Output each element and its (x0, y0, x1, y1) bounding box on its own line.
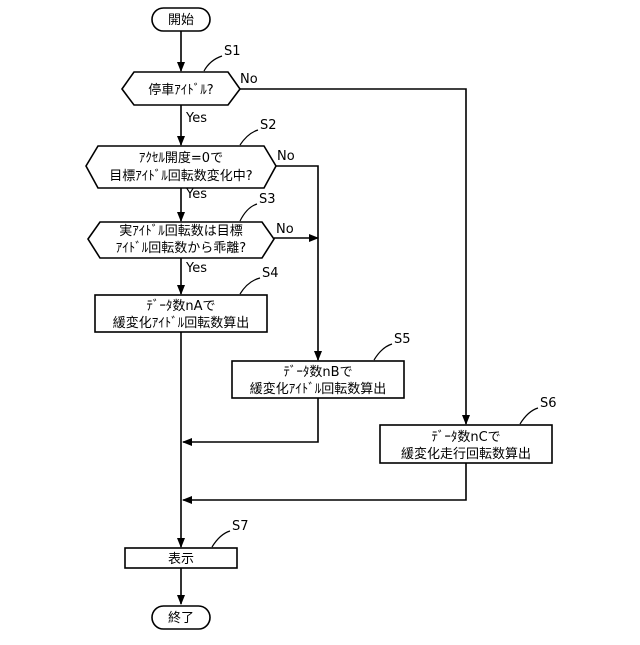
arrow-s6-merge (183, 463, 466, 500)
s1-id: S1 (224, 44, 241, 59)
end-terminal: 終了 (152, 606, 210, 629)
decision-s1-text: 停車ｱｲﾄﾞﾙ? (148, 82, 213, 98)
decision-s2-line2: 目標ｱｲﾄﾞﾙ回転数変化中? (109, 168, 252, 184)
s2-yes-label: Yes (185, 187, 207, 202)
decision-s3-line2: ｱｲﾄﾞﾙ回転数から乖離? (116, 241, 246, 256)
arrow-s2-no-s5 (276, 166, 318, 360)
process-s7: 表示 S7 (125, 519, 249, 568)
start-terminal: 開始 (152, 8, 210, 31)
s5-id: S5 (394, 332, 411, 347)
s2-no-label: No (277, 149, 295, 164)
s6-id: S6 (540, 396, 557, 411)
start-label: 開始 (168, 13, 194, 28)
process-s4-line1: ﾃﾞｰﾀ数nAで (146, 299, 215, 314)
process-s5-line1: ﾃﾞｰﾀ数nBで (283, 365, 352, 380)
decision-s3: 実ｱｲﾄﾞﾙ回転数は目標 ｱｲﾄﾞﾙ回転数から乖離? S3 No Yes (88, 192, 294, 276)
s3-leader (240, 204, 257, 221)
s4-leader (240, 278, 260, 294)
process-s4-line2: 緩変化ｱｲﾄﾞﾙ回転数算出 (113, 315, 250, 331)
process-s5: ﾃﾞｰﾀ数nBで 緩変化ｱｲﾄﾞﾙ回転数算出 S5 (232, 332, 411, 398)
decision-s2-line1: ｱｸｾﾙ開度=0で (139, 150, 223, 166)
s5-leader (374, 344, 392, 360)
s3-id: S3 (259, 192, 276, 207)
decision-s2: ｱｸｾﾙ開度=0で 目標ｱｲﾄﾞﾙ回転数変化中? S2 No Yes (86, 118, 295, 202)
end-label: 終了 (168, 610, 194, 626)
process-s7-text: 表示 (168, 552, 194, 567)
s3-no-label: No (276, 222, 294, 237)
s1-yes-label: Yes (185, 111, 207, 126)
s4-id: S4 (262, 266, 279, 281)
process-s6-line2: 緩変化走行回転数算出 (401, 446, 531, 462)
s6-leader (520, 408, 538, 424)
process-s6-line1: ﾃﾞｰﾀ数nCで (431, 430, 500, 445)
s7-id: S7 (232, 519, 249, 534)
decision-s3-line1: 実ｱｲﾄﾞﾙ回転数は目標 (119, 223, 243, 239)
process-s6: ﾃﾞｰﾀ数nCで 緩変化走行回転数算出 S6 (380, 396, 557, 463)
s1-leader (204, 56, 222, 71)
s3-yes-label: Yes (185, 261, 207, 276)
decision-s1: 停車ｱｲﾄﾞﾙ? S1 No Yes (122, 44, 258, 126)
arrow-s5-merge (183, 398, 318, 442)
process-s5-line2: 緩変化ｱｲﾄﾞﾙ回転数算出 (250, 381, 387, 397)
s2-leader (240, 130, 258, 145)
s1-no-label: No (240, 72, 258, 87)
s7-leader (212, 531, 230, 547)
s2-id: S2 (260, 118, 277, 133)
